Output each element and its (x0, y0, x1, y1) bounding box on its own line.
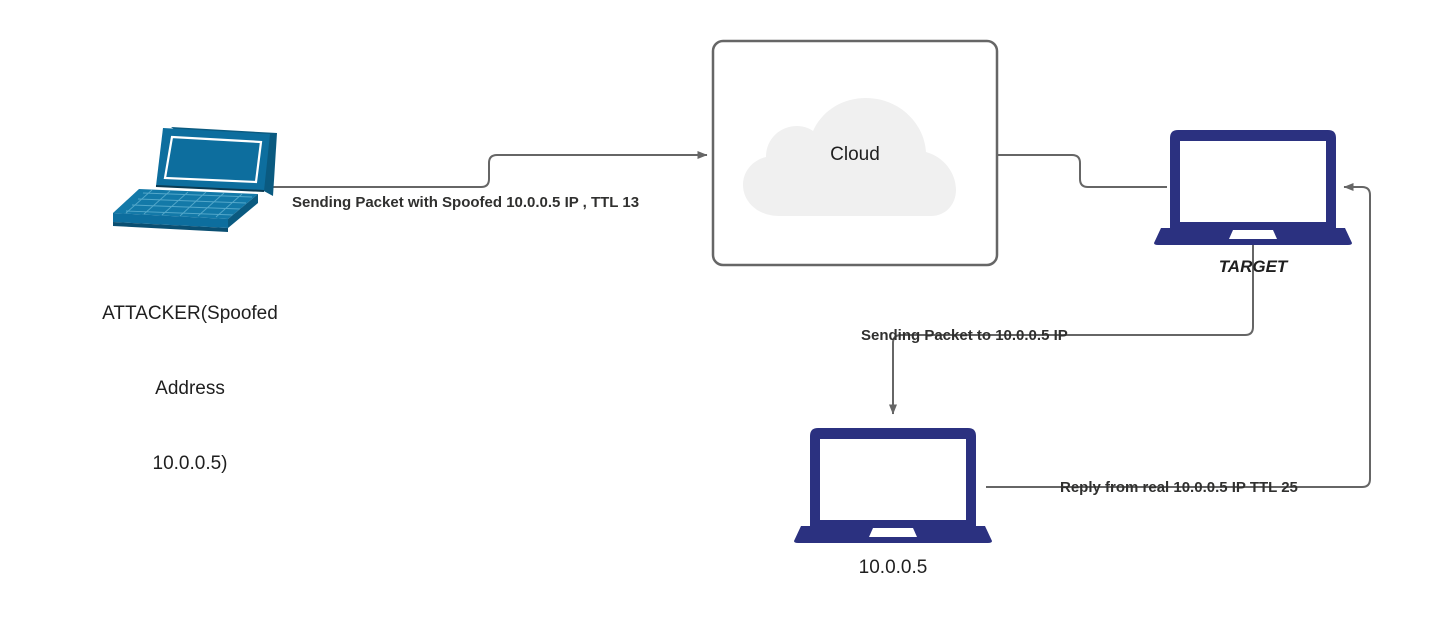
edge-attacker-to-cloud (265, 151, 708, 188)
edge-victim-to-target (986, 183, 1371, 488)
attacker-label-line-3: 10.0.0.5) (152, 453, 228, 474)
attacker-node-label: ATTACKER(Spoofed Address 10.0.0.5) (65, 251, 315, 501)
edge-cloud-to-target (997, 154, 1167, 188)
target-node-label: TARGET (1218, 257, 1288, 276)
edge-label-target-to-victim: Sending Packet to 10.0.0.5 IP (861, 327, 1068, 344)
victim-laptop-icon (794, 428, 992, 543)
cloud-node (711, 39, 999, 267)
target-laptop-icon (1154, 130, 1352, 245)
edge-label-attacker-to-cloud: Sending Packet with Spoofed 10.0.0.5 IP … (292, 194, 640, 211)
victim-node-label: 10.0.0.5 (858, 557, 928, 578)
attacker-label-line-2: Address (155, 378, 225, 399)
cloud-node-label: Cloud (830, 144, 880, 165)
cloud-icon (743, 98, 956, 216)
edge-target-to-victim (889, 243, 1254, 415)
attacker-laptop-icon (113, 127, 277, 232)
edge-label-victim-to-target: Reply from real 10.0.0.5 IP TTL 25 (1060, 479, 1298, 496)
attacker-label-line-1: ATTACKER(Spoofed (102, 303, 278, 324)
